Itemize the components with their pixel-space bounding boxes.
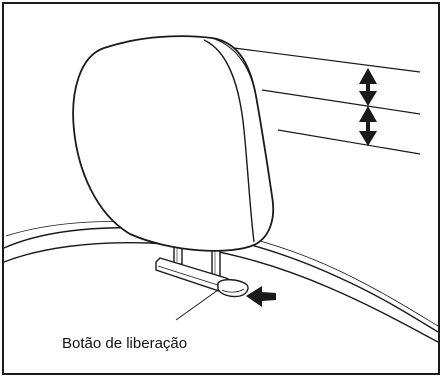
push-arrow-icon	[246, 286, 276, 307]
label-leader-line	[175, 289, 219, 321]
headrest	[72, 35, 275, 252]
height-reference-lines	[233, 47, 421, 155]
height-adjust-arrows-icon	[359, 68, 377, 146]
release-button	[217, 279, 249, 298]
release-button-label: Botão de liberação	[62, 335, 187, 352]
